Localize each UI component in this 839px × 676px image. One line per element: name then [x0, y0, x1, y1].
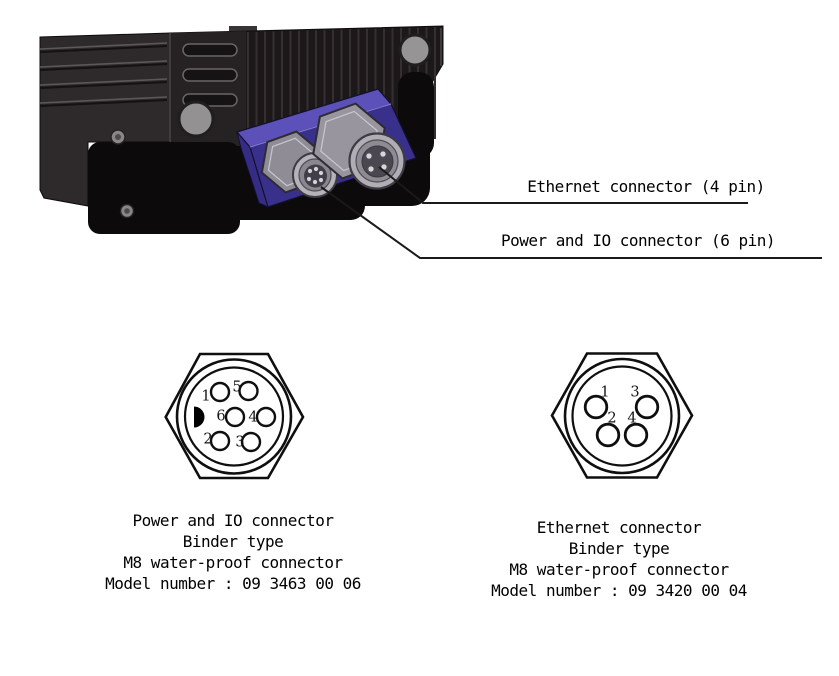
heatsink-fin-highlights	[39, 42, 168, 104]
caption-line: Model number : 09 3420 00 04	[491, 581, 747, 600]
ethernet-pins-3d	[365, 150, 388, 173]
caption-line: Power and IO connector	[132, 511, 334, 530]
fin-end-slots	[182, 43, 238, 107]
power-callout-label: Power and IO connector (6 pin)	[501, 231, 775, 250]
pin-number: 4	[248, 410, 257, 426]
ethernet-pinout: 1 3 2 4	[550, 352, 694, 479]
mounting-hole-side	[177, 100, 215, 138]
pin-number: 3	[235, 435, 244, 451]
ethernet-leader-line	[378, 166, 748, 204]
pin-circles	[209, 380, 277, 453]
pin-number: 2	[203, 432, 212, 448]
caption-line: Ethernet connector	[536, 518, 702, 537]
caption-line: M8 water-proof connector	[123, 553, 343, 572]
pin-number: 2	[607, 411, 616, 427]
bracket-screws	[110, 129, 135, 219]
caption-line: Binder type	[568, 539, 670, 558]
ethernet-callout-label: Ethernet connector (4 pin)	[527, 177, 765, 196]
heatsink-fin-grooves	[39, 45, 168, 107]
power-leader-line	[320, 186, 822, 259]
ethernet-caption: Ethernet connector Binder type M8 water-…	[459, 517, 779, 601]
pin-number: 1	[600, 385, 609, 401]
mounting-hole-top	[398, 33, 432, 67]
power-io-caption: Power and IO connector Binder type M8 wa…	[73, 510, 393, 594]
caption-line: Model number : 09 3463 00 06	[105, 574, 361, 593]
connector-inner-circle	[571, 365, 673, 467]
power-io-pins-3d	[306, 166, 324, 185]
pin-number: 3	[630, 385, 639, 401]
keying-notch	[194, 406, 205, 428]
pin-number: 1	[201, 389, 210, 405]
bracket-ear	[398, 72, 434, 158]
caption-line: M8 water-proof connector	[509, 560, 729, 579]
device-illustration	[39, 25, 444, 234]
power-io-pinout: 1 5 6 4 2 3	[164, 352, 305, 480]
power-io-connector-3d	[260, 130, 338, 198]
caption-line: Binder type	[182, 532, 284, 551]
pin-circles	[583, 394, 660, 448]
pin-number: 4	[627, 411, 636, 427]
device-top-tab	[229, 26, 257, 33]
ethernet-connector-3d	[312, 102, 406, 190]
pin-number: 6	[216, 409, 225, 425]
pin-number: 5	[232, 380, 241, 396]
